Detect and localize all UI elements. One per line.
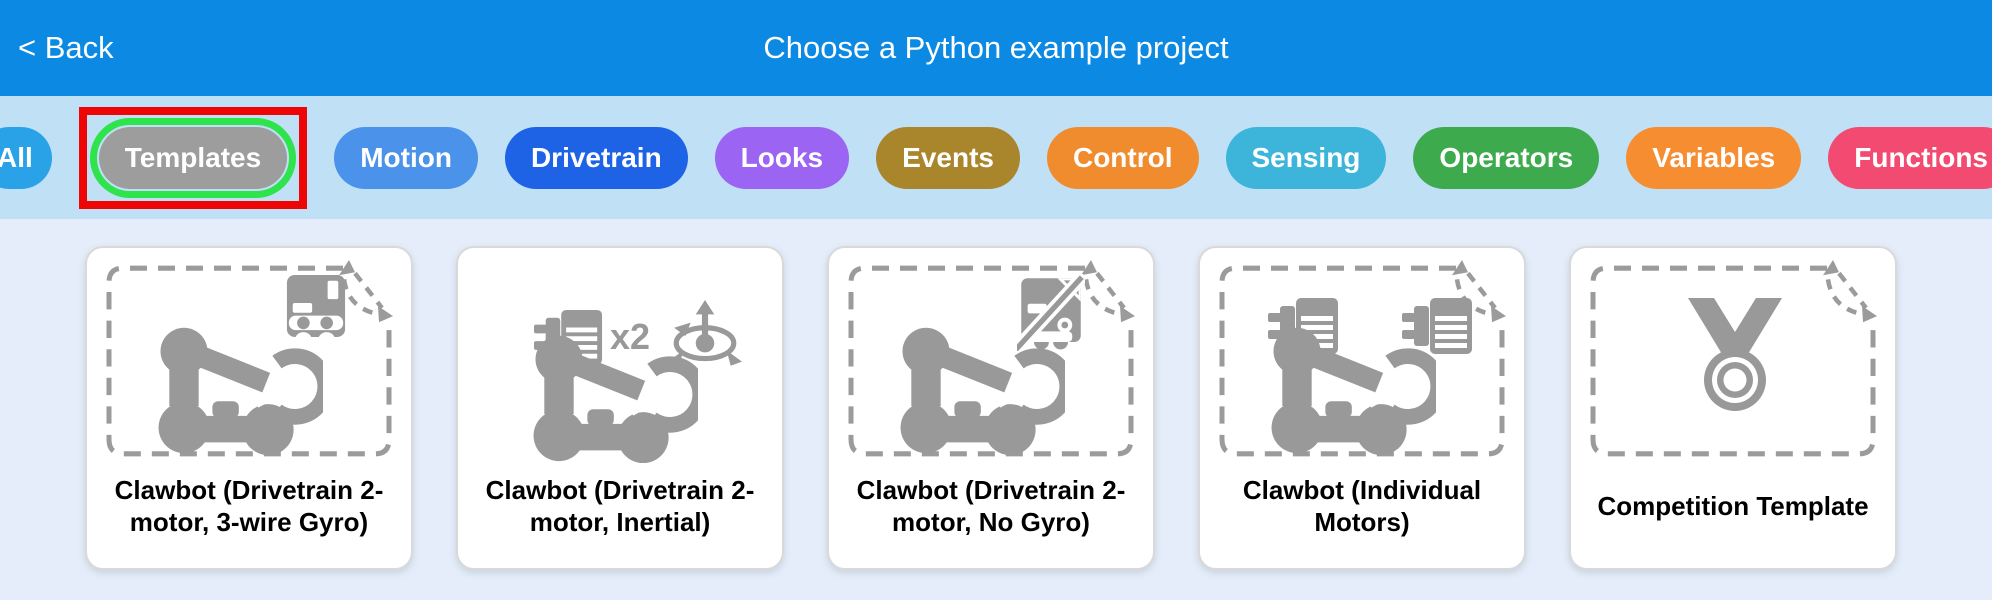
filter-pill-operators[interactable]: Operators <box>1413 126 1600 189</box>
annotation-green-ring: Templates <box>89 117 297 198</box>
page-title: Choose a Python example project <box>763 30 1229 65</box>
filter-pill-templates[interactable]: Templates <box>98 126 288 189</box>
card-thumbnail <box>1212 260 1512 462</box>
filter-bar: All Templates Motion Drivetrain Looks Ev… <box>0 96 1992 219</box>
project-card-competition-template[interactable]: Competition Template <box>1569 246 1897 570</box>
filter-pill-events[interactable]: Events <box>876 126 1020 189</box>
card-title: Competition Template <box>1597 490 1869 521</box>
card-title: Clawbot (Drivetrain 2-motor, Inertial) <box>485 474 755 538</box>
back-button[interactable]: < Back <box>18 30 114 65</box>
clawbot-icon <box>137 318 323 465</box>
clawbot-icon <box>512 326 698 473</box>
filter-pill-drivetrain[interactable]: Drivetrain <box>504 126 688 189</box>
project-card-clawbot-3wire-gyro[interactable]: Clawbot (Drivetrain 2-motor, 3-wire Gyro… <box>85 246 413 570</box>
project-card-clawbot-no-gyro[interactable]: Clawbot (Drivetrain 2-motor, No Gyro) <box>827 246 1155 570</box>
project-card-clawbot-individual-motors[interactable]: Clawbot (Individual Motors) <box>1198 246 1526 570</box>
project-grid: Clawbot (Drivetrain 2-motor, 3-wire Gyro… <box>0 219 1992 570</box>
card-title: Clawbot (Drivetrain 2-motor, 3-wire Gyro… <box>114 474 384 538</box>
card-title: Clawbot (Individual Motors) <box>1242 474 1482 538</box>
card-thumbnail <box>841 260 1141 462</box>
card-title: Clawbot (Drivetrain 2-motor, No Gyro) <box>856 474 1126 538</box>
filter-pill-functions[interactable]: Functions <box>1828 126 1992 189</box>
project-card-clawbot-inertial[interactable]: x2 Clawbot (Drivetrain 2-motor, Inertial… <box>456 246 784 570</box>
card-thumbnail <box>99 260 399 462</box>
annotation-red-box: Templates <box>78 106 308 209</box>
filter-pill-control[interactable]: Control <box>1046 126 1199 189</box>
card-thumbnail <box>1583 260 1883 462</box>
filter-pill-looks[interactable]: Looks <box>714 126 850 189</box>
filter-pill-all[interactable]: All <box>0 126 52 189</box>
filter-pill-sensing[interactable]: Sensing <box>1225 126 1387 189</box>
medal-icon <box>1688 298 1782 411</box>
header-bar: < Back Choose a Python example project <box>0 0 1992 96</box>
clawbot-icon <box>879 318 1065 465</box>
card-thumbnail: x2 <box>470 260 770 462</box>
filter-pill-motion[interactable]: Motion <box>334 126 478 189</box>
motor-count-label: x2 <box>610 316 651 357</box>
clawbot-icon <box>1250 318 1436 465</box>
filter-pill-variables[interactable]: Variables <box>1626 126 1802 189</box>
